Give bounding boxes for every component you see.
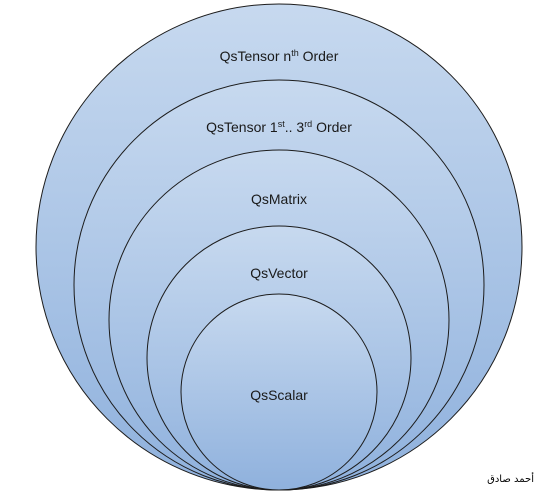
author-signature: أحمد صادق — [487, 474, 534, 485]
label-scalar: QsScalar — [250, 387, 308, 403]
label-tensor-1st-3rd-order: QsTensor 1st.. 3rd Order — [206, 119, 352, 135]
ring-scalar — [180, 293, 378, 491]
label-tensor-nth-order: QsTensor nth Order — [220, 48, 339, 64]
label-matrix: QsMatrix — [251, 191, 307, 207]
label-vector: QsVector — [250, 265, 308, 281]
